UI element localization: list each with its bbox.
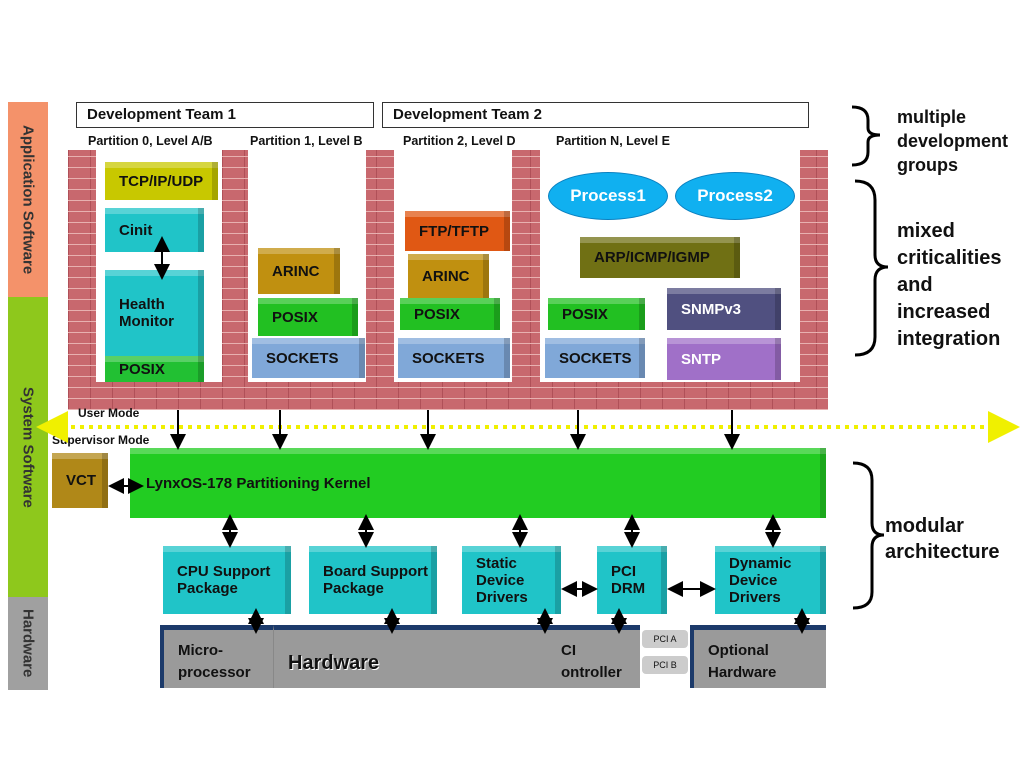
brace-icon	[852, 461, 885, 610]
label: Micro-	[178, 642, 223, 659]
microprocessor-block: Micro-processor	[160, 625, 273, 688]
brace-icon	[854, 179, 889, 357]
label: Package	[323, 580, 384, 597]
process2-ellipse: Process2	[675, 172, 795, 220]
label: Static	[476, 554, 517, 572]
note-line: modular	[885, 515, 964, 537]
label: Optional	[708, 642, 769, 659]
posix-block: POSIX	[105, 356, 204, 382]
layer-label: Hardware	[19, 609, 37, 678]
label: Monitor	[119, 313, 174, 330]
note-line: multiple	[897, 107, 967, 127]
note-line: criticalities	[897, 247, 1002, 269]
note-line: and	[897, 274, 933, 296]
ftp-tftp-block: FTP/TFTP	[405, 211, 510, 251]
label: Drivers	[476, 588, 528, 606]
label: DRM	[611, 580, 646, 597]
label: processor	[178, 664, 251, 681]
note-line: integration	[897, 328, 1001, 350]
label: Dynamic	[729, 554, 792, 572]
pci-b-bus: PCI B	[642, 656, 688, 674]
label: Drivers	[729, 588, 781, 606]
note-line: development	[897, 131, 1009, 151]
hardware-block: Hardware	[273, 625, 543, 688]
arinc-block: ARINC	[258, 248, 340, 294]
label: Board Support	[323, 563, 428, 580]
partition-2-label: Partition 2, Level D	[403, 134, 516, 148]
label: Health	[119, 296, 165, 313]
posix-block: POSIX	[258, 298, 358, 336]
brace-icon	[851, 105, 881, 167]
label: Package	[177, 580, 238, 597]
pci-a-bus: PCI A	[642, 630, 688, 648]
team-2-label: Development Team 2	[382, 102, 809, 128]
label: Device	[729, 571, 778, 589]
process1-ellipse: Process1	[548, 172, 668, 220]
label: CPU Support	[177, 563, 271, 580]
note-line: groups	[897, 155, 958, 175]
sntp-block: SNTP	[667, 338, 781, 380]
posix-block: POSIX	[548, 298, 645, 330]
posix-block: POSIX	[400, 298, 500, 330]
note-line: architecture	[885, 541, 1000, 563]
label: Hardware	[708, 664, 777, 681]
sockets-block: SOCKETS	[545, 338, 645, 378]
snmpv3-block: SNMPv3	[667, 288, 781, 330]
sockets-block: SOCKETS	[252, 338, 365, 378]
team-1-label: Development Team 1	[76, 102, 374, 128]
note-modular-architecture: modular architecture	[885, 513, 1000, 565]
label: ontroller	[561, 664, 622, 681]
layer-label: System Software	[19, 386, 37, 508]
note-mixed-criticalities: mixed criticalities and increased integratio…	[897, 218, 1002, 353]
arp-icmp-igmp-block: ARP/ICMP/IGMP	[580, 237, 740, 278]
layer-application-software: Application Software	[8, 102, 48, 297]
label: PCI	[611, 563, 637, 580]
layer-system-software: System Software	[8, 297, 48, 597]
sockets-block: SOCKETS	[398, 338, 510, 378]
layer-label: Application Software	[19, 124, 37, 275]
arinc-block: ARINC	[408, 254, 489, 298]
vct-block: VCT	[52, 453, 108, 508]
label: CI	[561, 642, 576, 659]
pci-controller-block: CI ontroller	[543, 625, 640, 688]
note-line: increased	[897, 301, 991, 323]
partition-n-label: Partition N, Level E	[556, 134, 670, 148]
partition-1-label: Partition 1, Level B	[250, 134, 363, 148]
note-development-groups: multiple development groups	[897, 105, 1008, 177]
tcp-ip-udp-block: TCP/IP/UDP	[105, 162, 218, 200]
note-line: mixed	[897, 220, 955, 242]
partitioning-kernel: LynxOS-178 Partitioning Kernel	[130, 448, 826, 518]
layer-hardware: Hardware	[8, 597, 48, 690]
label: Device	[476, 571, 525, 589]
partition-0-label: Partition 0, Level A/B	[88, 134, 213, 148]
